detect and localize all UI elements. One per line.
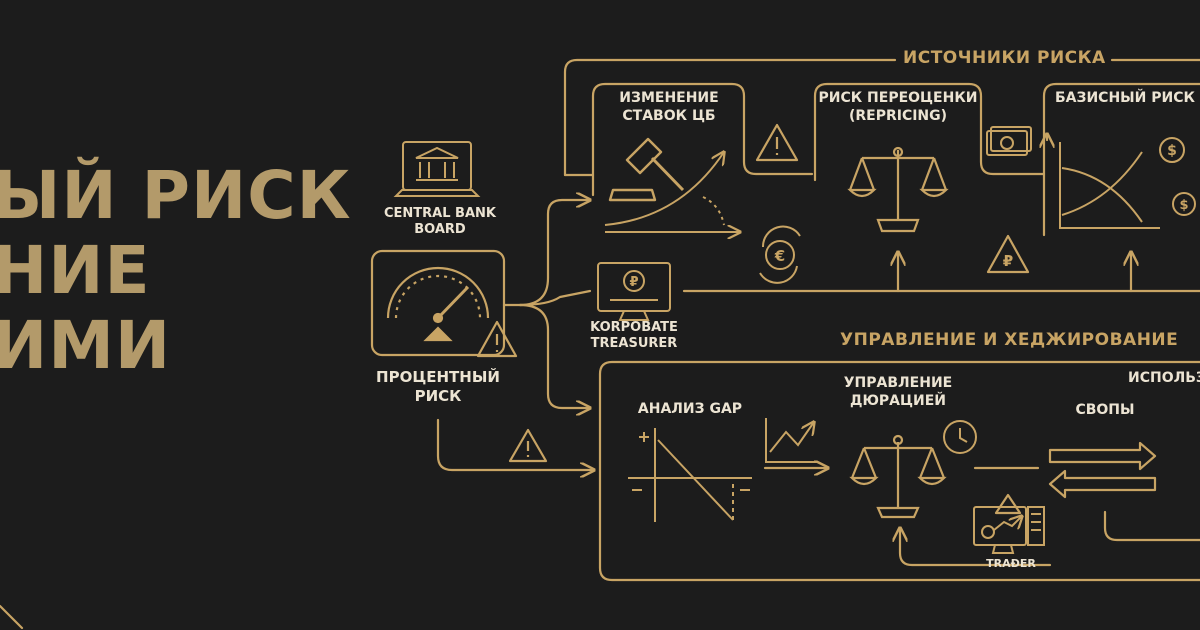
- swap-arrow-left: [1048, 469, 1157, 499]
- ruble-glyph: ₽: [629, 275, 638, 290]
- section-management: УПРАВЛЕНИЕ И ХЕДЖИРОВАНИЕ: [840, 330, 1179, 350]
- loop-bottom: [900, 528, 1052, 567]
- swap-arrow-right: [1048, 441, 1157, 471]
- loop-right-bottom: [1103, 510, 1200, 542]
- trader-label: TRAÐER: [986, 557, 1036, 570]
- rate-change-label: ИЗМЕНЕНИЕ СТАВОК ЦБ: [619, 90, 719, 124]
- branch-down: [518, 303, 590, 408]
- swaps-label: СВОПЫ: [1075, 402, 1135, 418]
- section-risk-sources: ИСТОЧНИКИ РИСКА: [903, 48, 1106, 68]
- ruble-glyph: ₽: [1003, 252, 1013, 270]
- gauge-box: [370, 249, 506, 357]
- gavel-icon: [608, 137, 685, 202]
- duration-label: УПРАВЛЕНИЕ ДЮРАЦИЕЙ: [843, 375, 953, 409]
- corner-line: [0, 604, 24, 630]
- scales-icon: [847, 146, 949, 233]
- gap-chart-icon: [628, 428, 752, 522]
- warning-icon: [508, 428, 548, 463]
- warning-icon: [476, 320, 518, 358]
- interest-risk-label: ПРОЦЕНТНЫЙ РИСК: [376, 368, 500, 405]
- dollar-glyph: $: [1179, 198, 1188, 213]
- clock-icon: [943, 420, 977, 454]
- treasurer-label: KORPOBATE TREASURER: [590, 320, 678, 352]
- use-label: ИСПОЛЬЗ: [1128, 370, 1200, 386]
- bank-laptop-icon: [393, 141, 481, 197]
- management-frame: [598, 360, 1200, 582]
- repricing-box: [813, 82, 1046, 182]
- warning-icon: [755, 123, 799, 162]
- title-line-1: ЫЙ РИСК: [0, 157, 352, 234]
- duration-scales-icon: [849, 434, 947, 519]
- gap-label: АНАЛИЗ GAP: [637, 401, 743, 417]
- dollar-glyph: $: [1167, 143, 1177, 159]
- central-bank-label: CENTRAL BANK BOARD: [384, 206, 496, 238]
- basis-chart-icon: [1059, 137, 1196, 229]
- rate-change-box: [591, 82, 814, 197]
- gauge-icon: [386, 266, 490, 342]
- interest-down: [436, 418, 594, 470]
- treasurer-monitor-icon: [597, 262, 671, 321]
- euro-glyph: €: [774, 247, 785, 265]
- title-line-3: ИМИ: [0, 307, 172, 384]
- title-line-2: НИЕ: [0, 232, 151, 309]
- warning-icon: [986, 234, 1030, 274]
- risk-sources-frame: [563, 58, 897, 177]
- cash-icon: [986, 126, 1032, 156]
- euro-cycle-icon: [759, 225, 801, 284]
- trend-chart-icon: [765, 418, 818, 463]
- basis-box: [1042, 82, 1200, 237]
- repricing-label: РИСК ПЕРЕОЦЕНКИ (REPRICING): [818, 90, 978, 124]
- branch-up: [518, 200, 590, 307]
- warning-icon: [994, 493, 1022, 515]
- basis-risk-label: БАЗИСНЫЙ РИСК: [1055, 90, 1195, 106]
- trader-monitor-icon: [973, 506, 1045, 554]
- rising-curve-icon: [604, 152, 740, 232]
